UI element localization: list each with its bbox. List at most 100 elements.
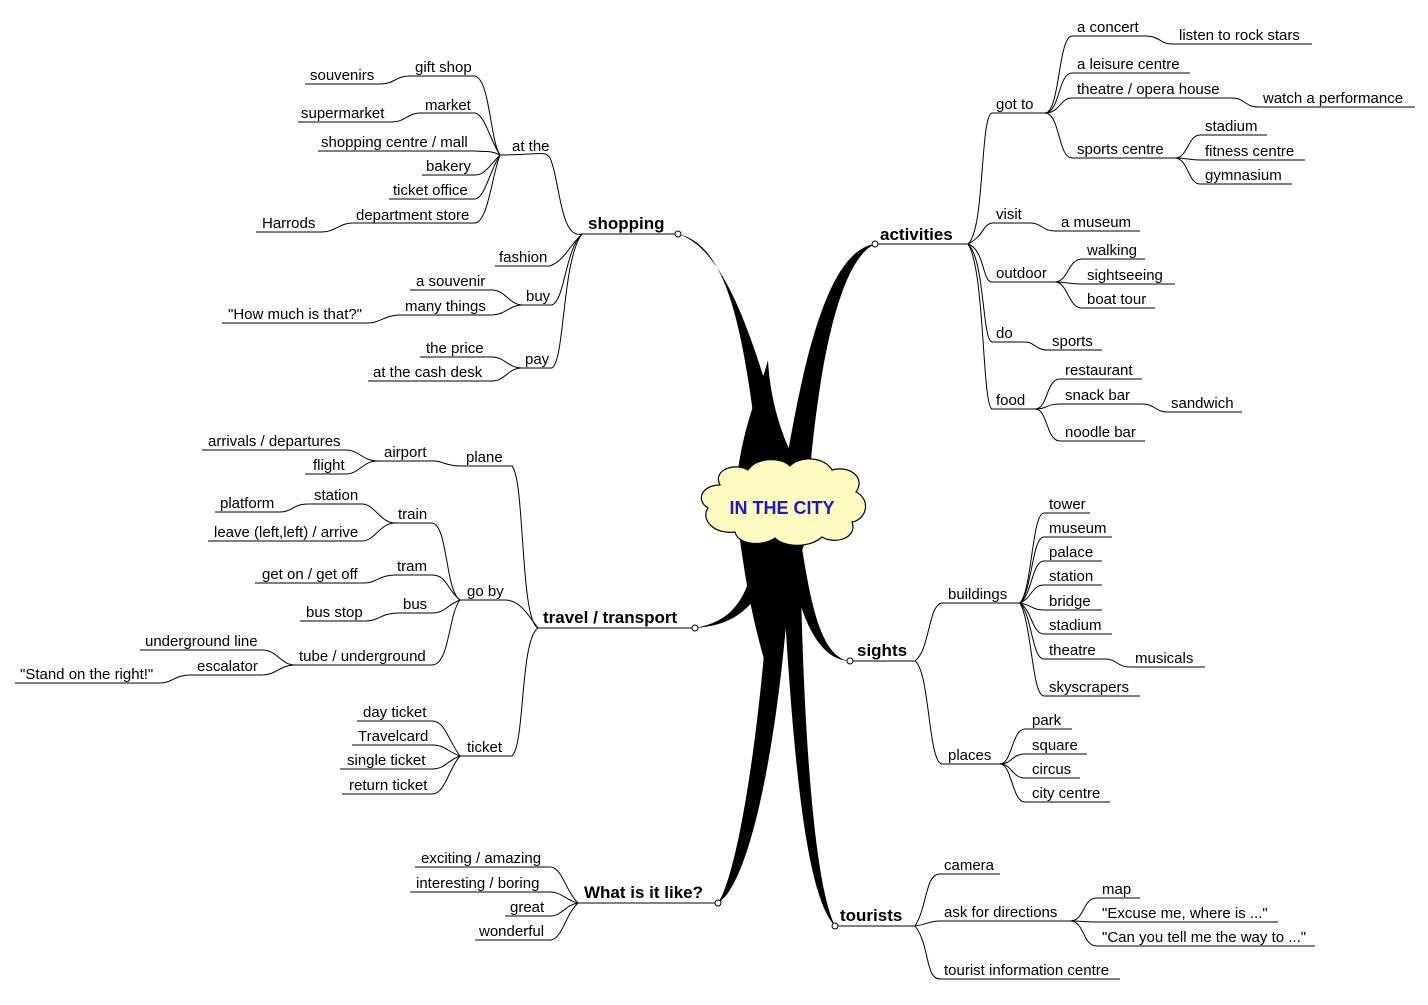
node-pay[interactable]: pay [525,351,550,368]
node-exciting[interactable]: exciting / amazing [421,850,541,867]
node-park[interactable]: park [1032,712,1062,729]
node-gymnasium[interactable]: gymnasium [1205,167,1282,184]
node-city-centre[interactable]: city centre [1032,785,1100,802]
node-harrods[interactable]: Harrods [262,215,315,232]
node-buy[interactable]: buy [526,288,551,305]
node-get-on[interactable]: get on / get off [262,566,358,583]
node-visit[interactable]: visit [996,206,1023,223]
node-supermarket[interactable]: supermarket [301,105,385,122]
node-tourist-info[interactable]: tourist information centre [944,962,1109,979]
node-underground-line[interactable]: underground line [145,633,258,650]
node-tower[interactable]: tower [1049,496,1086,513]
branch-sights[interactable]: sights [857,641,907,660]
node-restaurant[interactable]: restaurant [1065,362,1133,379]
node-airport[interactable]: airport [384,444,427,461]
node-bus[interactable]: bus [403,596,427,613]
node-leave-arrive[interactable]: leave (left,left) / arrive [214,524,358,541]
node-department-store[interactable]: department store [356,207,469,224]
node-sandwich[interactable]: sandwich [1171,395,1234,412]
branch-travel[interactable]: travel / transport [543,608,677,627]
node-snack-bar[interactable]: snack bar [1065,387,1130,404]
node-plane[interactable]: plane [466,449,503,466]
node-buildings[interactable]: buildings [948,586,1007,603]
node-museum[interactable]: museum [1049,520,1107,537]
node-places[interactable]: places [948,747,991,764]
node-at-the[interactable]: at the [512,138,550,155]
node-shopping-centre[interactable]: shopping centre / mall [321,134,468,151]
node-tube[interactable]: tube / underground [299,648,426,665]
node-fitness[interactable]: fitness centre [1205,143,1294,160]
node-sports[interactable]: sports [1052,333,1093,350]
node-boat-tour[interactable]: boat tour [1087,291,1146,308]
node-performance[interactable]: watch a performance [1262,90,1403,107]
node-leisure-centre[interactable]: a leisure centre [1077,56,1180,73]
node-a-souvenir[interactable]: a souvenir [416,273,485,290]
node-travelcard[interactable]: Travelcard [358,728,428,745]
node-excuse-me[interactable]: "Excuse me, where is ..." [1102,905,1268,922]
node-a-museum[interactable]: a museum [1061,214,1131,231]
node-day-ticket[interactable]: day ticket [363,704,427,721]
node-theatre-opera[interactable]: theatre / opera house [1077,81,1220,98]
node-bridge[interactable]: bridge [1049,593,1091,610]
node-the-price[interactable]: the price [426,340,484,357]
node-noodle-bar[interactable]: noodle bar [1065,424,1136,441]
node-arrivals[interactable]: arrivals / departures [208,433,341,450]
node-walking[interactable]: walking [1086,242,1137,259]
node-many-things[interactable]: many things [405,298,486,315]
node-interesting[interactable]: interesting / boring [416,875,539,892]
trunk-top-spike [738,360,800,470]
node-escalator[interactable]: escalator [197,658,258,675]
node-outdoor[interactable]: outdoor [996,265,1047,282]
node-rock-stars[interactable]: listen to rock stars [1179,27,1300,44]
node-circus[interactable]: circus [1032,761,1071,778]
node-platform[interactable]: platform [220,495,274,512]
center-cloud[interactable]: IN THE CITY [700,458,867,546]
trunk-sights [785,535,850,661]
node-tram[interactable]: tram [397,558,427,575]
node-wonderful[interactable]: wonderful [478,923,544,940]
branch-like[interactable]: What is it like? [584,883,703,902]
trunk-bottom-spike [740,540,806,680]
node-sightseeing[interactable]: sightseeing [1087,267,1163,284]
node-skyscrapers[interactable]: skyscrapers [1049,679,1129,696]
node-square[interactable]: square [1032,737,1078,754]
node-great[interactable]: great [510,899,545,916]
branch-tourists[interactable]: tourists [840,906,902,925]
node-musicals[interactable]: musicals [1135,650,1193,667]
node-go-by[interactable]: go by [467,583,504,600]
node-ticket[interactable]: ticket [467,739,503,756]
node-return-ticket[interactable]: return ticket [349,777,428,794]
node-how-much[interactable]: "How much is that?" [228,306,362,323]
node-stand-right[interactable]: "Stand on the right!" [20,666,153,683]
node-bakery[interactable]: bakery [426,158,472,175]
node-food[interactable]: food [996,392,1025,409]
node-single-ticket[interactable]: single ticket [347,752,426,769]
node-station-b[interactable]: station [1049,568,1093,585]
node-market[interactable]: market [425,97,472,114]
node-ticket-office[interactable]: ticket office [393,182,468,199]
node-stadium-a[interactable]: stadium [1205,118,1258,135]
node-flight[interactable]: flight [313,457,346,474]
sights-labels: buildings tower museum palace station br… [948,496,1193,802]
node-do[interactable]: do [996,325,1013,342]
node-got-to[interactable]: got to [996,96,1034,113]
node-station[interactable]: station [314,487,358,504]
node-palace[interactable]: palace [1049,544,1093,561]
node-theatre[interactable]: theatre [1049,642,1096,659]
node-map[interactable]: map [1102,881,1131,898]
node-gift-shop[interactable]: gift shop [415,59,472,76]
node-stadium-b[interactable]: stadium [1049,617,1102,634]
node-fashion[interactable]: fashion [499,249,547,266]
node-train[interactable]: train [398,506,427,523]
branch-shopping[interactable]: shopping [588,214,664,233]
node-tell-me-way[interactable]: "Can you tell me the way to ..." [1102,929,1306,946]
node-bus-stop[interactable]: bus stop [306,604,363,621]
node-directions[interactable]: ask for directions [944,904,1057,921]
branch-activities[interactable]: activities [880,225,953,244]
node-sports-centre[interactable]: sports centre [1077,141,1164,158]
node-camera[interactable]: camera [944,857,995,874]
node-concert[interactable]: a concert [1077,19,1140,36]
node-souvenirs[interactable]: souvenirs [310,67,374,84]
node-cash-desk[interactable]: at the cash desk [373,364,483,381]
